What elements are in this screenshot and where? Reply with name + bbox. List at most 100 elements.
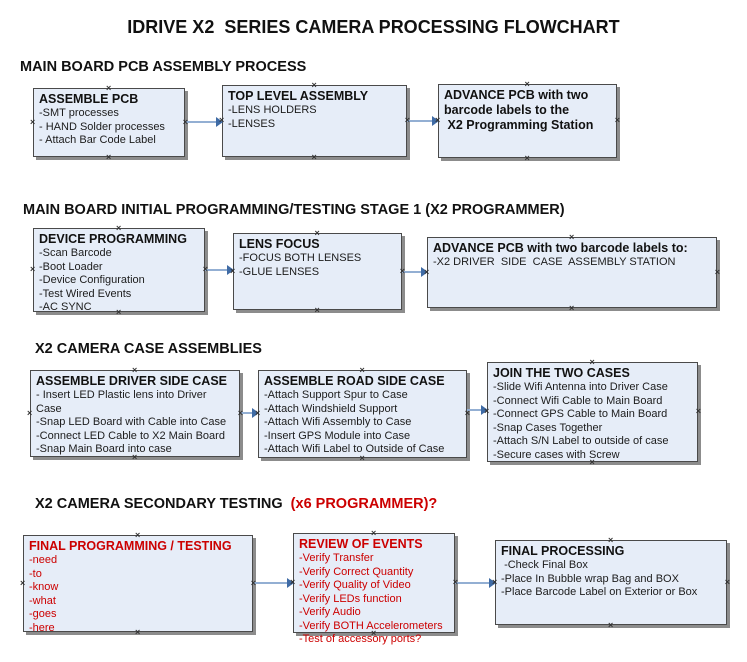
box-title: ASSEMBLE DRIVER SIDE CASE <box>36 374 228 388</box>
box-title: ADVANCE PCB with two barcode labels to: <box>433 241 688 255</box>
arrow-line <box>407 120 433 122</box>
flow-box-advance-pcb-programming-station: × × × × ADVANCE PCB with two barcode lab… <box>435 80 620 163</box>
arrow-head-icon <box>489 578 496 588</box>
box-item: -Verify Audio <box>299 606 361 618</box>
box-item: -X2 DRIVER SIDE CASE ASSEMBLY STATION <box>433 256 676 268</box>
box-title: DEVICE PROGRAMMING <box>39 232 187 246</box>
box-item: - HAND Solder processes <box>39 120 165 133</box>
box-item: -LENS HOLDERS <box>228 104 317 116</box>
flow-box-top-level-assembly: × × × × TOP LEVEL ASSEMBLY -LENS HOLDERS… <box>219 81 410 162</box>
box-item: -FOCUS BOTH LENSES <box>239 252 362 264</box>
section-header-text: MAIN BOARD PCB ASSEMBLY PROCESS <box>20 59 307 75</box>
connection-handle-icon: × <box>695 406 701 416</box>
box-item: -Verify BOTH Accelerometers <box>299 619 443 632</box>
box-item: -here <box>29 621 55 634</box>
connection-handle-icon: × <box>314 305 320 315</box>
flow-box-lens-focus: × × × × LENS FOCUS -FOCUS BOTH LENSES -G… <box>230 229 405 315</box>
arrow-line <box>402 271 422 273</box>
box-item: -AC SYNC <box>39 301 92 313</box>
box-item: -GLUE LENSES <box>239 265 320 278</box>
connection-handle-icon: × <box>20 577 26 588</box>
box-item: -Test Wired Events <box>39 287 132 300</box>
box-item: -Device Configuration <box>39 274 145 286</box>
box-item: -Connect GPS Cable to Main Board <box>493 408 668 420</box>
box-item: -Attach Wifi Assembly to Case <box>264 416 412 428</box>
section-header-secondary-testing: X2 CAMERA SECONDARY TESTING (x6 PROGRAMM… <box>35 496 437 512</box>
box-item: -Insert GPS Module into Case <box>264 429 411 442</box>
box-title: FINAL PROGRAMMING / TESTING <box>29 539 232 553</box>
flow-box-assemble-pcb: × × × × ASSEMBLE PCB -SMT processes - HA… <box>30 84 188 162</box>
box-item: -need <box>29 554 58 566</box>
box-item: - Insert LED Plastic lens into Driver Ca… <box>36 389 210 415</box>
box-item: -Scan Barcode <box>39 247 112 259</box>
connection-handle-icon: × <box>524 153 530 163</box>
section-header-text: MAIN BOARD INITIAL PROGRAMMING/TESTING S… <box>23 202 565 218</box>
box-item: -Place Barcode Label on Exterior or Box <box>501 586 698 598</box>
box-item: -to <box>29 567 42 580</box>
connection-handle-icon: × <box>311 152 317 162</box>
box-title: TOP LEVEL ASSEMBLY <box>228 89 369 103</box>
connection-handle-icon: × <box>714 266 720 277</box>
flow-box-device-programming: × × × × DEVICE PROGRAMMING -Scan Barcode… <box>30 224 208 317</box>
connection-handle-icon: × <box>27 407 33 418</box>
arrow-line <box>467 409 482 411</box>
arrow-line <box>205 269 228 271</box>
box-title: JOIN THE TWO CASES <box>493 366 630 380</box>
arrow-head-icon <box>252 408 259 418</box>
box-item: -Check Final Box <box>501 559 588 571</box>
page-title: IDRIVE X2 SERIES CAMERA PROCESSING FLOWC… <box>127 17 620 37</box>
arrow-line <box>240 412 253 414</box>
flow-box-final-processing: × × × × FINAL PROCESSING -Check Final Bo… <box>492 536 730 630</box>
flow-box-assemble-driver-side-case: × × × × ASSEMBLE DRIVER SIDE CASE - Inse… <box>27 366 243 462</box>
connection-handle-icon: × <box>614 115 620 125</box>
box-item: -Attach Wifi Label to Outside of Case <box>264 443 445 455</box>
box-item: -Attach Windshield Support <box>264 402 398 415</box>
flow-box-join-the-two-cases: × × × × JOIN THE TWO CASES -Slide Wifi A… <box>484 358 701 467</box>
section-header-text: X2 CAMERA SECONDARY TESTING <box>35 496 291 512</box>
box-title: REVIEW OF EVENTS <box>299 537 423 551</box>
box-item: -Snap Main Board into case <box>36 443 172 455</box>
arrow-head-icon <box>287 578 294 588</box>
connection-handle-icon: × <box>30 264 36 274</box>
connection-handle-icon: × <box>724 576 730 587</box>
arrow-head-icon <box>227 265 234 275</box>
box-item: -Snap LED Board with Cable into Case <box>36 416 227 428</box>
box-item: -Boot Loader <box>39 260 103 273</box>
box-item: -Verify Quality of Video <box>299 579 411 591</box>
connection-handle-icon: × <box>106 152 112 162</box>
section-header-red-text: (x6 PROGRAMMER)? <box>290 496 438 512</box>
section-header-text: X2 CAMERA CASE ASSEMBLIES <box>35 341 262 357</box>
box-item: -Snap Cases Together <box>493 421 603 434</box>
box-title: ASSEMBLE ROAD SIDE CASE <box>264 374 445 388</box>
box-item: -Attach Support Spur to Case <box>264 389 408 401</box>
box-title: LENS FOCUS <box>239 237 320 251</box>
arrow-line <box>455 582 490 584</box>
box-item: -Connect LED Cable to X2 Main Board <box>36 429 225 442</box>
box-title: ASSEMBLE PCB <box>39 92 139 106</box>
arrow-head-icon <box>481 405 488 415</box>
arrow-head-icon <box>216 117 223 127</box>
connection-handle-icon: × <box>608 620 614 630</box>
box-item: -Verify Transfer <box>299 552 374 564</box>
box-item: -SMT processes <box>39 107 119 119</box>
connection-handle-icon: × <box>30 116 36 127</box>
flow-box-final-programming-testing: × × × × FINAL PROGRAMMING / TESTING -nee… <box>20 531 256 637</box>
box-item: -Attach S/N Label to outside of case <box>493 435 669 447</box>
section-header-pcb-assembly: MAIN BOARD PCB ASSEMBLY PROCESS <box>20 59 306 75</box>
connection-handle-icon: × <box>569 303 575 313</box>
box-item: -Place In Bubble wrap Bag and BOX <box>501 572 679 585</box>
arrow-head-icon <box>432 116 439 126</box>
arrow-head-icon <box>421 267 428 277</box>
arrow-line <box>253 582 288 584</box>
section-header-case-assemblies: X2 CAMERA CASE ASSEMBLIES <box>35 341 262 357</box>
box-item: -Secure cases with Screw <box>493 448 620 461</box>
box-item: -LENSES <box>228 117 276 130</box>
box-item: -know <box>29 581 59 593</box>
box-item: -Slide Wifi Antenna into Driver Case <box>493 381 668 393</box>
flow-box-review-of-events: × × × × REVIEW OF EVENTS -Verify Transfe… <box>290 529 458 646</box>
box-item: -Verify LEDs function <box>299 592 402 605</box>
flow-box-advance-pcb-driver-side-station: × × × × ADVANCE PCB with two barcode lab… <box>424 233 720 313</box>
box-item: -Verify Correct Quantity <box>299 565 414 578</box>
box-item: -what <box>29 594 56 607</box>
